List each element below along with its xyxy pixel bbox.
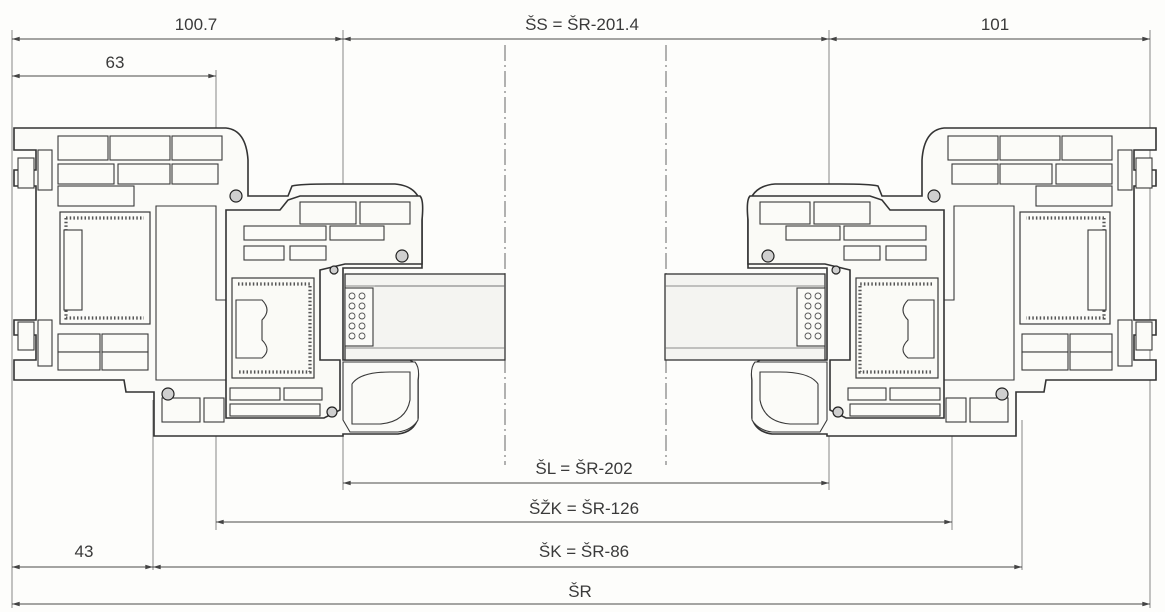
dim-sash-width: ŠK = ŠR-86 (539, 542, 629, 561)
dim-right-outer: 101 (981, 15, 1009, 34)
dimension-labels: 100.7 ŠS = ŠR-201.4 101 63 ŠL = ŠR-202 Š… (75, 15, 1010, 601)
left-window-profile (13, 127, 506, 437)
dim-left-outer: 100.7 (175, 15, 218, 34)
dim-left-frame: 63 (106, 53, 125, 72)
dim-frame-offset: 43 (75, 542, 94, 561)
right-window-profile (664, 127, 1157, 437)
dim-glazing-width: ŠŽK = ŠR-126 (529, 499, 639, 518)
dim-total-width: ŠR (568, 582, 592, 601)
dim-sash-visible: ŠS = ŠR-201.4 (525, 15, 639, 34)
dim-light-width: ŠL = ŠR-202 (535, 459, 632, 478)
